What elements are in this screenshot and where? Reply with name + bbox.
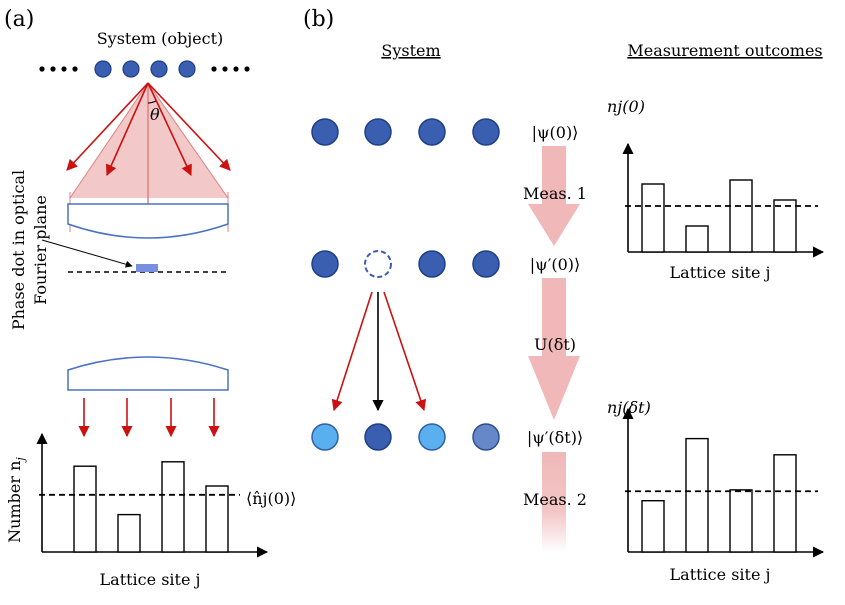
arrow-band bbox=[542, 278, 566, 358]
chart-2-xlabel: Lattice site j bbox=[670, 565, 771, 584]
state-label-2: |ψ′(0)⟩ bbox=[530, 255, 580, 274]
arrow-head bbox=[528, 204, 580, 246]
atom bbox=[178, 60, 196, 78]
y-axis-label-a-text: Number n bbox=[5, 461, 24, 543]
histogram-bar bbox=[205, 485, 229, 553]
histogram-bar bbox=[641, 500, 665, 553]
panel-b: (b) System Measurement outcomes bbox=[303, 7, 825, 584]
atom bbox=[364, 423, 392, 451]
system-header: System bbox=[381, 41, 440, 60]
histogram-a bbox=[36, 432, 269, 558]
ray bbox=[66, 82, 149, 171]
histogram-bar bbox=[641, 183, 665, 253]
histogram-bar bbox=[73, 465, 97, 553]
state-label-1: |ψ(0)⟩ bbox=[532, 123, 579, 142]
arrow-band bbox=[542, 452, 566, 552]
histogram-bar bbox=[685, 437, 709, 553]
mean-label-a: ⟨n̂j(0)⟩ bbox=[246, 489, 296, 508]
arrow-band bbox=[542, 146, 566, 204]
outcomes-header: Measurement outcomes bbox=[627, 41, 822, 60]
chart-1-xlabel: Lattice site j bbox=[670, 263, 771, 282]
panel-a: (a) System (object) θ bbox=[4, 7, 296, 589]
histogram-b2 bbox=[622, 407, 825, 558]
state-label-3: |ψ′(δt)⟩ bbox=[527, 428, 583, 447]
phase-dot bbox=[136, 264, 158, 272]
histogram-bar bbox=[685, 225, 709, 253]
histogram-bar bbox=[161, 461, 185, 553]
panel-a-label: (a) bbox=[4, 7, 34, 32]
atom bbox=[472, 250, 500, 278]
atom bbox=[418, 423, 446, 451]
dots-right bbox=[211, 66, 250, 72]
atom bbox=[418, 118, 446, 146]
atom-row-2 bbox=[311, 250, 500, 278]
histogram-bar bbox=[773, 454, 797, 553]
atom bbox=[311, 423, 339, 451]
atom bbox=[472, 118, 500, 146]
histogram-bar bbox=[729, 489, 753, 553]
side-label-line2: Fourier plane bbox=[31, 195, 50, 305]
atom bbox=[364, 118, 392, 146]
chart-1-ylabel: nj(0) bbox=[607, 97, 645, 116]
atom bbox=[311, 118, 339, 146]
ray bbox=[147, 82, 231, 171]
atom bbox=[94, 60, 112, 78]
side-label: Phase dot in optical Fourier plane bbox=[9, 170, 50, 330]
histogram-bar bbox=[773, 199, 797, 253]
ray bbox=[105, 82, 149, 177]
cone-edge bbox=[147, 82, 229, 199]
arrow-head bbox=[528, 356, 580, 420]
imaging-lens bbox=[67, 356, 229, 391]
atom-row-1 bbox=[311, 118, 500, 146]
step-label-2: U(δt) bbox=[534, 335, 576, 354]
empty-site bbox=[364, 250, 392, 278]
step-label-1: Meas. 1 bbox=[523, 184, 587, 203]
cone-edge bbox=[69, 82, 149, 199]
atom bbox=[472, 423, 500, 451]
theta-label: θ bbox=[150, 105, 160, 124]
theta-arc bbox=[147, 100, 157, 104]
ray bbox=[331, 291, 373, 412]
panel-a-title: System (object) bbox=[97, 29, 224, 48]
atom bbox=[122, 60, 140, 78]
phase-dot-pointer bbox=[41, 239, 133, 268]
step-label-3: Meas. 2 bbox=[523, 490, 587, 509]
dots-left bbox=[39, 66, 78, 72]
atom bbox=[311, 250, 339, 278]
atom-row-a bbox=[39, 60, 250, 78]
objective-lens bbox=[67, 203, 229, 239]
chart-2-ylabel: nj(δt) bbox=[607, 398, 651, 417]
ray bbox=[147, 82, 192, 177]
atom-row-3 bbox=[311, 423, 500, 451]
y-axis-label-a: Number nj bbox=[5, 457, 27, 543]
histogram-bar bbox=[729, 179, 753, 253]
process-arrows bbox=[528, 146, 580, 552]
side-label-line1: Phase dot in optical bbox=[9, 170, 28, 330]
atom bbox=[150, 60, 168, 78]
y-axis-label-a-sub: j bbox=[14, 457, 27, 464]
histogram-bar bbox=[117, 513, 141, 553]
atom bbox=[418, 250, 446, 278]
histogram-b1 bbox=[622, 142, 825, 258]
ray bbox=[383, 291, 427, 412]
panel-b-label: (b) bbox=[303, 7, 334, 32]
x-axis-label-a: Lattice site j bbox=[100, 570, 201, 589]
